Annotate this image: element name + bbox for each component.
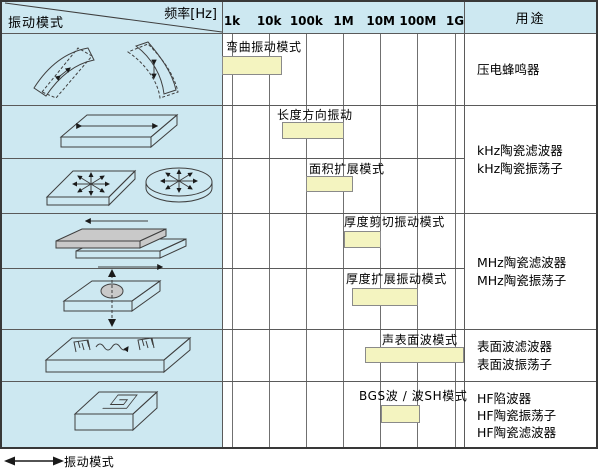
axis-tick-1G: 1G xyxy=(445,14,465,28)
header-diagonal-divider xyxy=(4,2,223,33)
use-line: HF陷波器 xyxy=(477,390,532,406)
row-line-4 xyxy=(1,268,464,269)
axis-tick-10M: 10M xyxy=(366,14,395,28)
row-line-2 xyxy=(1,158,464,159)
freq-range-bar-area xyxy=(306,176,354,192)
axis-tick-100k: 100k xyxy=(289,14,323,28)
row-line-3 xyxy=(1,213,597,214)
gridline-100M xyxy=(417,34,419,448)
use-line: HF陶瓷振荡子 xyxy=(477,407,557,423)
mode-column-boundary xyxy=(222,1,223,449)
mode-label-bending: 弯曲振动模式 xyxy=(226,40,302,54)
area-expansion-illustration xyxy=(45,167,213,207)
bending-mode-illustration xyxy=(33,41,179,99)
axis-tick-10k: 10k xyxy=(256,14,282,28)
use-line: 表面波振荡子 xyxy=(477,356,553,372)
bgs-sh-wave-illustration xyxy=(73,390,159,432)
freq-range-bar-saw xyxy=(365,347,464,363)
use-line: HF陶瓷滤波器 xyxy=(477,424,557,440)
use-line: 压电蜂鸣器 xyxy=(477,61,540,77)
freq-range-bar-bending xyxy=(221,56,283,75)
use-column-header: 用途 xyxy=(515,12,546,27)
use-column-boundary xyxy=(464,1,465,449)
gridline-10k xyxy=(268,34,270,448)
gridline-1k xyxy=(231,34,233,448)
mode-label-area: 面积扩展模式 xyxy=(309,162,385,176)
freq-range-bar-bgs xyxy=(380,405,420,423)
use-cell-mhz: MHz陶瓷滤波器 MHz陶瓷振荡子 xyxy=(465,214,597,329)
legend-label: 振动模式 xyxy=(64,455,115,468)
axis-tick-1k: 1k xyxy=(223,14,241,28)
header-bottom-line xyxy=(1,33,597,34)
mode-label-thickness-expansion: 厚度扩展振动模式 xyxy=(346,272,447,286)
mode-label-length: 长度方向振动 xyxy=(277,108,353,122)
mode-label-thickness-shear: 厚度剪切振动模式 xyxy=(344,215,445,229)
use-cell-hf: HF陷波器 HF陶瓷振荡子 HF陶瓷滤波器 xyxy=(465,382,597,448)
use-cell-khz: kHz陶瓷滤波器 kHz陶瓷振荡子 xyxy=(465,106,597,213)
thickness-expansion-illustration xyxy=(62,269,162,327)
use-line: kHz陶瓷滤波器 xyxy=(477,142,563,158)
use-cell-saw: 表面波滤波器 表面波振荡子 xyxy=(465,330,597,381)
use-line: 表面波滤波器 xyxy=(477,338,553,354)
length-direction-illustration xyxy=(59,113,179,149)
row-line-6 xyxy=(1,381,597,382)
gridline-100k xyxy=(305,34,307,448)
freq-range-bar-thickness-expansion xyxy=(352,288,418,306)
vibration-direction-arrow-icon xyxy=(4,456,64,466)
thickness-shear-illustration xyxy=(55,218,187,270)
row-line-1 xyxy=(1,105,597,106)
axis-tick-100M: 100M xyxy=(399,14,437,28)
row-line-5 xyxy=(1,329,597,330)
axis-tick-1M: 1M xyxy=(333,14,354,28)
surface-acoustic-wave-illustration xyxy=(44,336,192,374)
mode-label-bgs: BGS波 / 波SH模式 xyxy=(359,389,468,403)
use-line: MHz陶瓷滤波器 xyxy=(477,254,567,270)
frequency-axis-label: 频率[Hz] xyxy=(164,7,217,22)
mode-label-saw: 声表面波模式 xyxy=(382,333,458,347)
header-band-background xyxy=(1,1,597,33)
use-cell-buzzer: 压电蜂鸣器 xyxy=(465,34,597,105)
gridline-1G xyxy=(454,34,456,448)
gridline-10M xyxy=(380,34,382,448)
use-line: kHz陶瓷振荡子 xyxy=(477,160,563,176)
freq-range-bar-length xyxy=(282,122,344,139)
mode-column-header: 振动模式 xyxy=(8,16,65,31)
freq-range-bar-thickness-shear xyxy=(343,231,381,248)
use-line: MHz陶瓷振荡子 xyxy=(477,272,567,288)
